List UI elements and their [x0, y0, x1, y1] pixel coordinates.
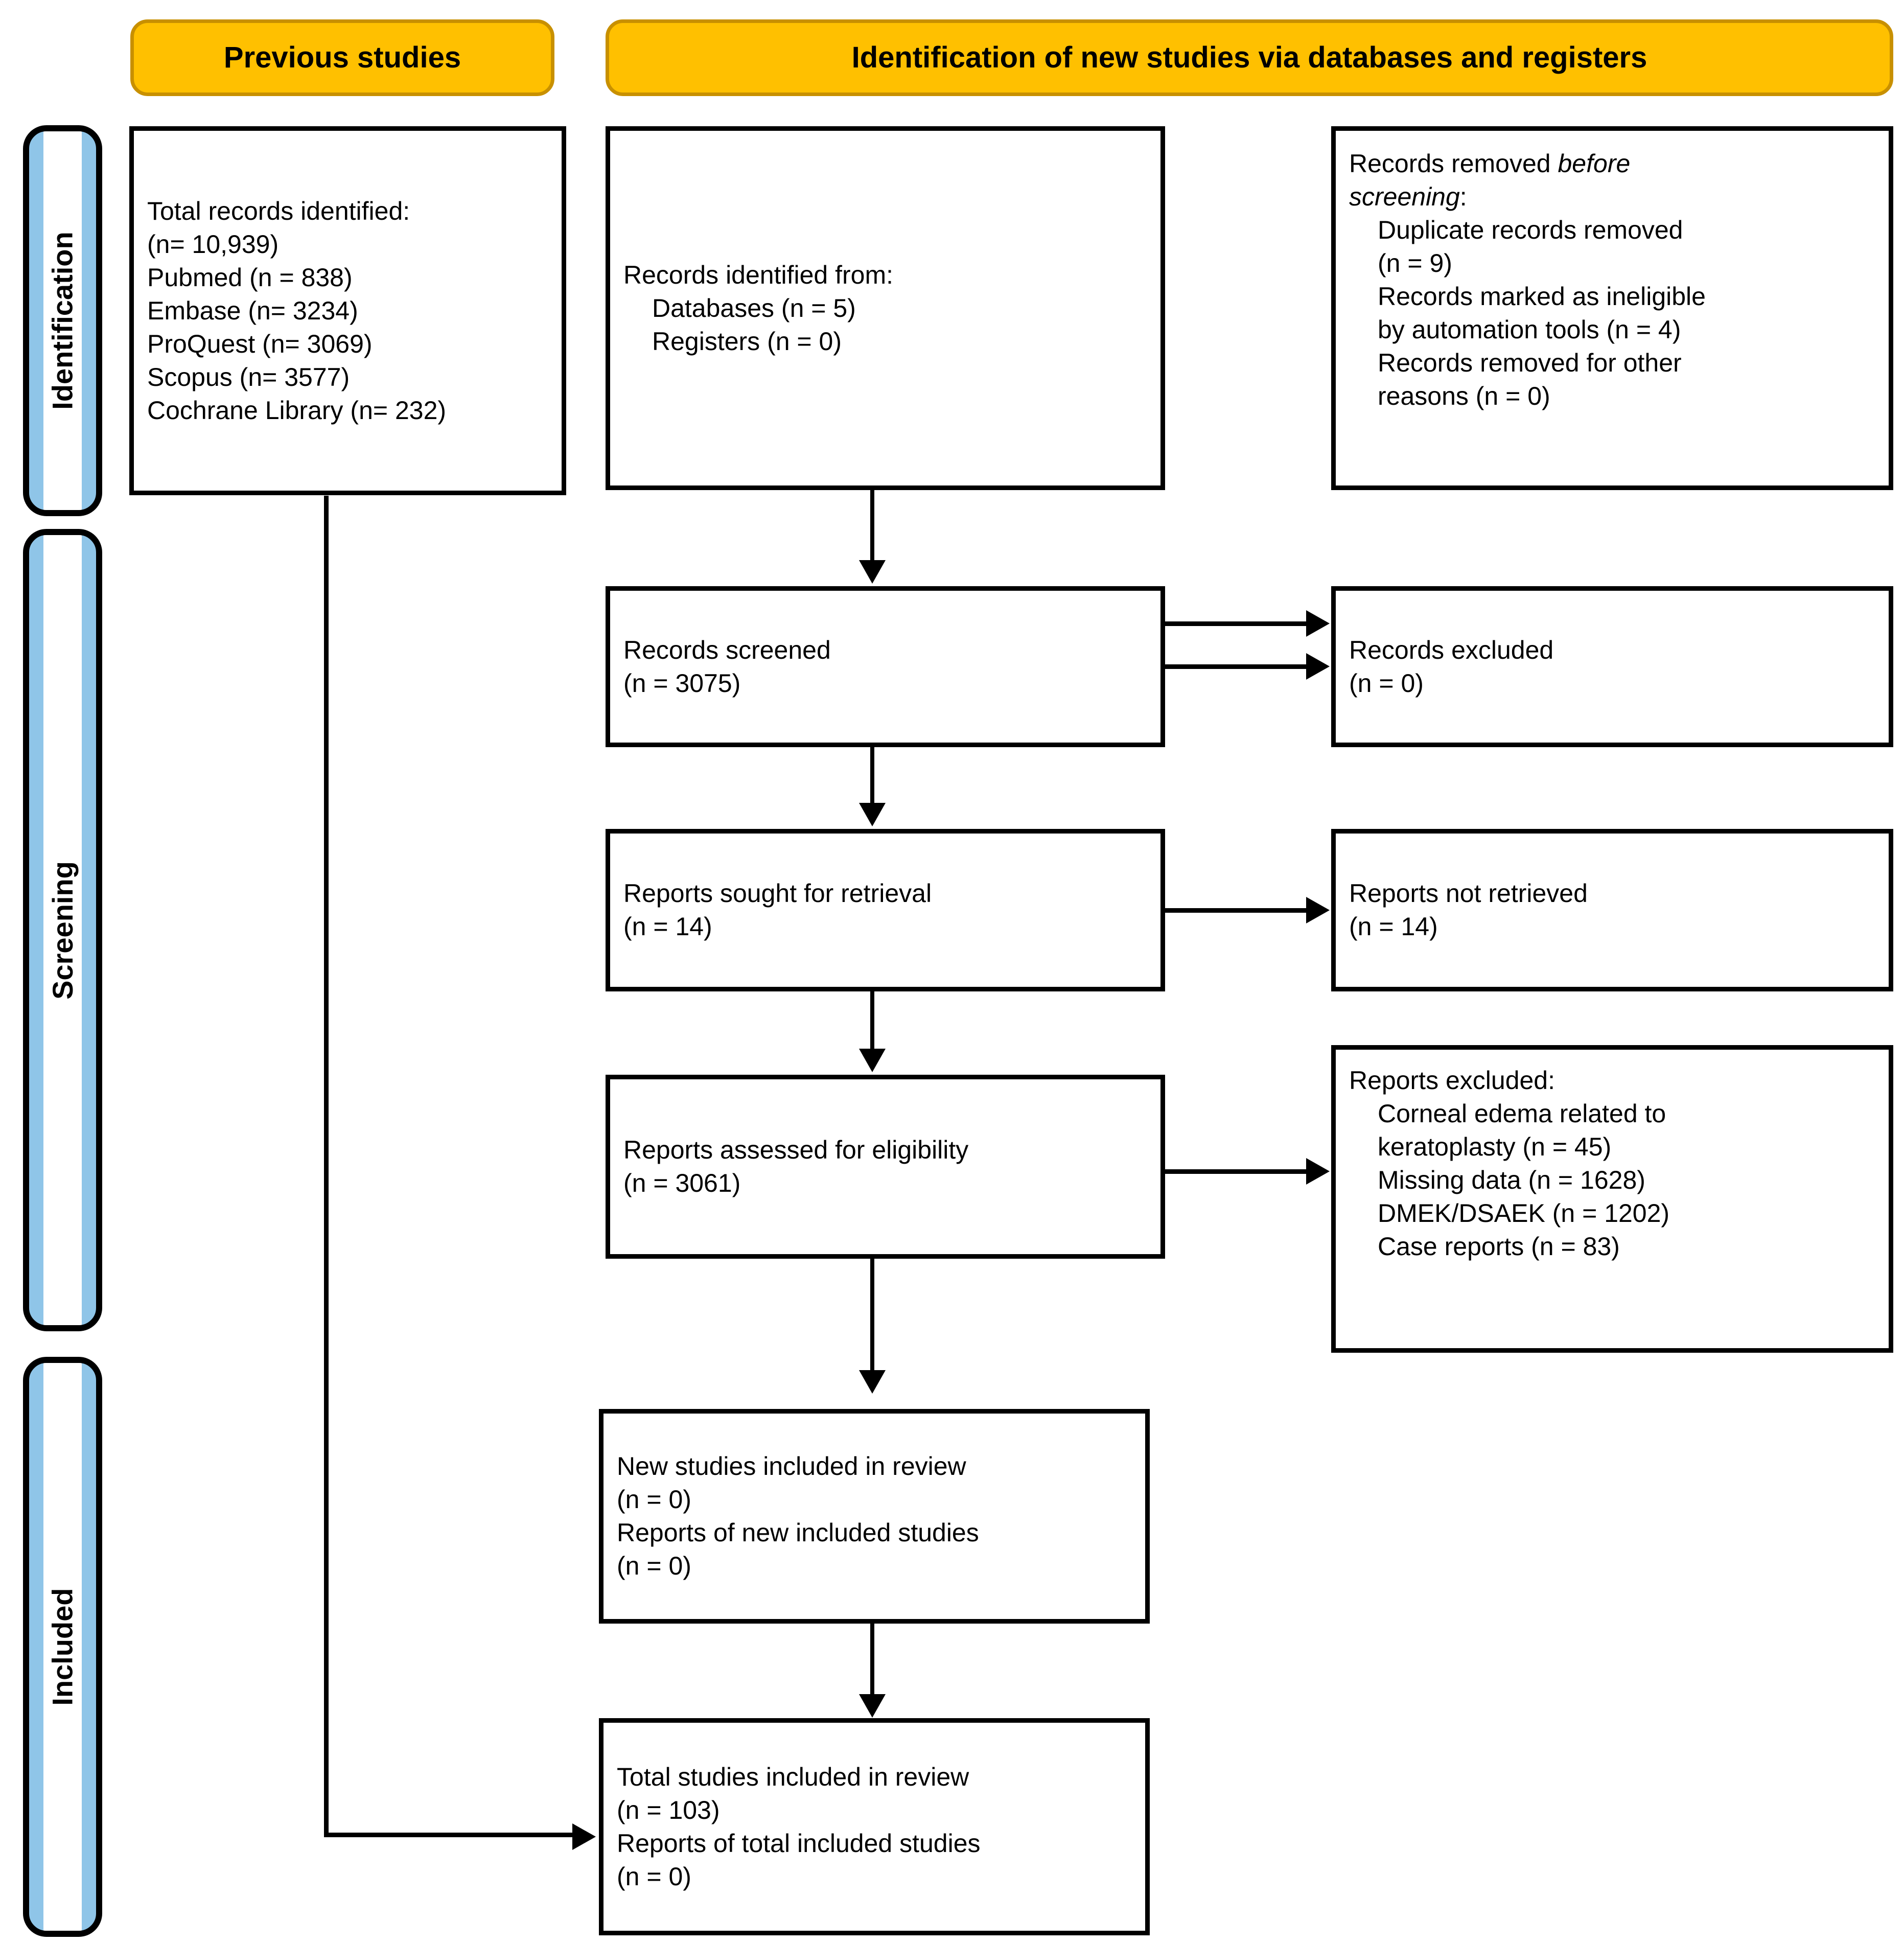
new-studies-line-1: New studies included in review [617, 1452, 966, 1481]
total-studies-line-2: (n = 103) [617, 1795, 720, 1824]
reports-not-retrieved-line-1: Reports not retrieved [1349, 879, 1588, 908]
connector-screened-to-excluded [1165, 664, 1306, 669]
records-removed-line-7: Records removed for other [1378, 349, 1682, 377]
reports-excluded-line-5: DMEK/DSAEK (n = 1202) [1378, 1199, 1670, 1228]
box-records-screened: Records screened (n = 3075) [606, 586, 1165, 747]
records-removed-line-4: (n = 9) [1378, 249, 1452, 277]
previous-records-line-1: Total records identified: [147, 196, 410, 225]
records-removed-line-6: by automation tools (n = 4) [1378, 315, 1681, 344]
reports-assessed-line-1: Reports assessed for eligibility [623, 1136, 969, 1164]
total-studies-line-4: (n = 0) [617, 1862, 691, 1891]
box-records-removed-before-screening: Records removed before screening: Duplic… [1331, 126, 1893, 490]
records-removed-line-3: Duplicate records removed [1378, 216, 1683, 244]
arrowhead-sought-to-not-retrieved [1306, 897, 1330, 923]
records-removed-line-1: Records removed before [1349, 147, 1875, 180]
arrowhead-screened-to-sought [859, 803, 886, 826]
records-removed-line-2b: : [1459, 182, 1467, 211]
box-total-studies-included: Total studies included in review (n = 10… [599, 1718, 1150, 1935]
stage-rail-screening-inner: Screening [43, 535, 82, 1325]
stage-rail-screening: Screening [23, 529, 102, 1331]
previous-records-line-2: (n= 10,939) [147, 229, 279, 259]
records-screened-line-2: (n = 3075) [623, 668, 741, 698]
stage-rail-identification-label: Identification [47, 232, 79, 410]
connector-previous-to-total-vertical [324, 496, 329, 1837]
banner-identification-new-studies: Identification of new studies via databa… [606, 19, 1893, 96]
previous-records-line-6: Scopus (n= 3577) [147, 362, 350, 391]
arrowhead-previous-to-total [572, 1823, 596, 1850]
reports-excluded-line-4: Missing data (n = 1628) [1378, 1166, 1645, 1194]
reports-sought-line-1: Reports sought for retrieval [623, 879, 932, 908]
reports-excluded-line-3: keratoplasty (n = 45) [1378, 1132, 1612, 1161]
stage-rail-included: Included [23, 1357, 102, 1937]
records-excluded-line-1: Records excluded [1349, 635, 1554, 664]
stage-rail-included-label: Included [47, 1588, 79, 1706]
stage-rail-identification-inner: Identification [43, 131, 82, 510]
records-identified-line-3: Registers (n = 0) [652, 327, 842, 356]
connector-sought-to-not-retrieved [1165, 908, 1306, 913]
connector-screened-to-sought [870, 747, 874, 804]
reports-excluded-line-6: Case reports (n = 83) [1378, 1232, 1620, 1261]
box-new-studies-included: New studies included in review (n = 0) R… [599, 1409, 1150, 1624]
banner-identification-new-studies-label: Identification of new studies via databa… [851, 41, 1647, 75]
records-excluded-line-2: (n = 0) [1349, 668, 1424, 698]
new-studies-line-4: (n = 0) [617, 1552, 691, 1580]
reports-sought-line-2: (n = 14) [623, 912, 712, 941]
previous-records-line-4: Embase (n= 3234) [147, 296, 358, 325]
connector-sought-to-assessed [870, 991, 874, 1050]
connector-previous-to-total-horizontal [324, 1833, 572, 1837]
previous-records-line-7: Cochrane Library (n= 232) [147, 396, 447, 425]
reports-assessed-line-2: (n = 3061) [623, 1169, 741, 1197]
records-screened-line-1: Records screened [623, 635, 831, 664]
reports-not-retrieved-line-2: (n = 14) [1349, 912, 1438, 941]
reports-excluded-line-1: Reports excluded: [1349, 1066, 1555, 1095]
stage-rail-identification: Identification [23, 125, 102, 516]
records-removed-line-5: Records marked as ineligible [1378, 282, 1706, 311]
box-reports-excluded: Reports excluded: Corneal edema related … [1331, 1045, 1893, 1353]
records-removed-line-8: reasons (n = 0) [1378, 382, 1550, 410]
box-reports-assessed-for-eligibility: Reports assessed for eligibility (n = 30… [606, 1075, 1165, 1259]
previous-records-line-3: Pubmed (n = 838) [147, 263, 353, 292]
box-records-excluded: Records excluded (n = 0) [1331, 586, 1893, 747]
connector-identified-to-screened [870, 490, 874, 562]
records-identified-line-2: Databases (n = 5) [652, 293, 856, 322]
arrowhead-identified-to-removed [1306, 610, 1330, 637]
records-removed-line-1a: Records removed [1349, 149, 1558, 178]
box-previous-records: Total records identified: (n= 10,939) Pu… [129, 126, 566, 495]
connector-new-to-total-studies [870, 1624, 874, 1695]
records-identified-line-1: Records identified from: [623, 260, 894, 289]
total-studies-line-3: Reports of total included studies [617, 1829, 981, 1858]
new-studies-line-2: (n = 0) [617, 1485, 691, 1514]
connector-identified-to-removed [1165, 621, 1306, 626]
records-removed-line-2: screening: [1349, 180, 1875, 214]
arrowhead-screened-to-excluded [1306, 653, 1330, 680]
connector-assessed-to-new-studies [870, 1259, 874, 1371]
connector-assessed-to-excluded [1165, 1169, 1306, 1174]
reports-excluded-line-2: Corneal edema related to [1378, 1099, 1666, 1128]
banner-previous-studies: Previous studies [130, 19, 554, 96]
arrowhead-assessed-to-excluded [1306, 1158, 1330, 1185]
box-records-identified: Records identified from: Databases (n = … [606, 126, 1165, 490]
arrowhead-sought-to-assessed [859, 1049, 886, 1072]
banner-previous-studies-label: Previous studies [223, 41, 461, 75]
new-studies-line-3: Reports of new included studies [617, 1518, 979, 1547]
arrowhead-identified-to-screened [859, 560, 886, 584]
stage-rail-included-inner: Included [43, 1363, 82, 1931]
box-reports-not-retrieved: Reports not retrieved (n = 14) [1331, 829, 1893, 991]
arrowhead-assessed-to-new-studies [859, 1370, 886, 1394]
records-removed-line-2a: screening [1349, 182, 1460, 211]
box-reports-sought-for-retrieval: Reports sought for retrieval (n = 14) [606, 829, 1165, 991]
records-removed-line-1b: before [1558, 149, 1631, 178]
total-studies-line-1: Total studies included in review [617, 1762, 969, 1791]
previous-records-line-5: ProQuest (n= 3069) [147, 329, 373, 358]
arrowhead-new-to-total-studies [859, 1694, 886, 1718]
stage-rail-screening-label: Screening [47, 861, 79, 1000]
